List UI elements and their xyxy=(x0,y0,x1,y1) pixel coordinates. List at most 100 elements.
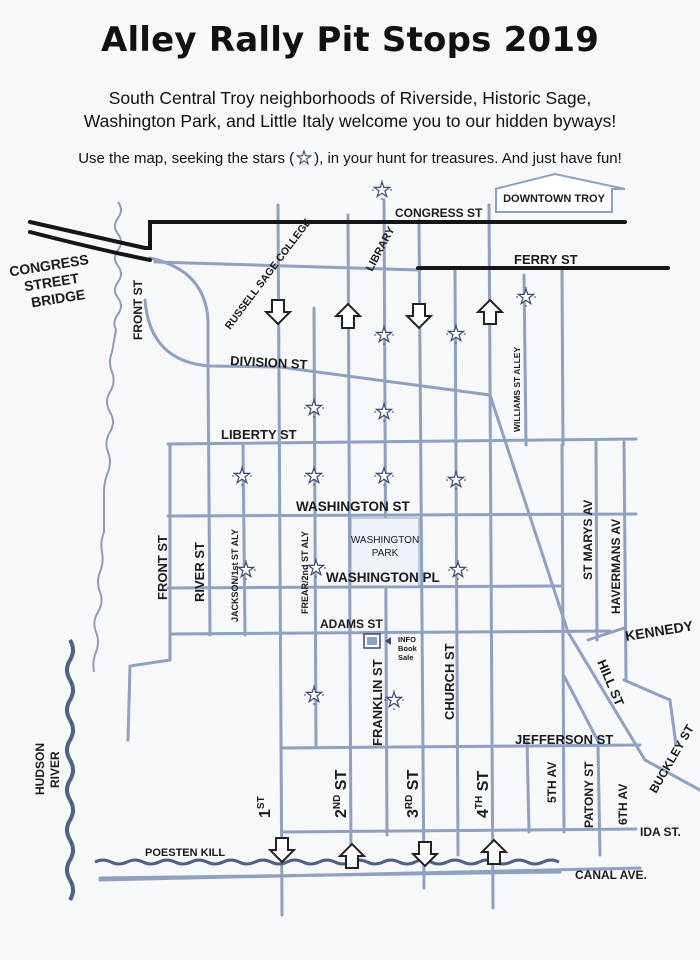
third-st-suffix: RD xyxy=(404,795,415,809)
hudson-label-1: HUDSON xyxy=(33,743,47,795)
street-5th xyxy=(525,738,531,834)
page-title: Alley Rally Pit Stops 2019 xyxy=(100,20,600,60)
library-label: LIBRARY xyxy=(364,224,398,273)
fourth-st-number: 4 xyxy=(475,809,492,818)
down-arrow-icon xyxy=(269,837,295,863)
street-havermans xyxy=(622,440,628,682)
star-burst-icon xyxy=(304,685,324,705)
second-st-suffix: ND xyxy=(332,795,343,809)
up-arrow-icon xyxy=(335,303,361,329)
street-congress xyxy=(28,220,627,250)
fourth-st-label: 4TH ST xyxy=(474,771,492,818)
star-burst-icon xyxy=(372,180,392,200)
up-arrow-icon xyxy=(477,299,503,325)
street-patony xyxy=(560,443,566,834)
third-st-tail: ST xyxy=(405,770,422,795)
franklin-st-label: FRANKLIN ST xyxy=(370,659,385,746)
down-arrow-icon xyxy=(265,299,291,325)
info-kiosk-icon xyxy=(363,633,391,649)
third-st-number: 3 xyxy=(405,809,422,818)
street-division xyxy=(143,298,492,397)
svg-text:1ST: 1ST xyxy=(256,796,274,818)
downtown-troy-label: DOWNTOWN TROY xyxy=(503,193,606,205)
washington-st-label: WASHINGTON ST xyxy=(296,499,411,514)
front-st-north-label: FRONT ST xyxy=(131,279,145,340)
ida-st-label: IDA ST. xyxy=(640,825,681,839)
williams-alley-label: WILLIAMS ST ALLEY xyxy=(512,347,522,432)
first-st-label: 1ST xyxy=(256,796,274,818)
street-williams-alley xyxy=(522,273,528,447)
hudson-river-shore xyxy=(92,201,122,673)
canal-ave-label: CANAL AVE. xyxy=(575,868,647,882)
hint-text-before: Use the map, seeking the stars ( xyxy=(78,150,295,167)
street-washington-pl xyxy=(166,584,562,590)
st-marys-label: ST MARYS AV xyxy=(581,500,595,580)
book-label: Book xyxy=(398,644,418,653)
adams-st-label: ADAMS ST xyxy=(320,617,383,631)
down-arrow-icon xyxy=(406,303,432,329)
street-liberty xyxy=(166,437,638,446)
street-kennedy xyxy=(586,626,626,642)
second-st-label: 2ND ST xyxy=(332,770,350,818)
first-st-number: 1 xyxy=(257,809,274,818)
fourth-st-tail: ST xyxy=(475,771,492,796)
sixth-av-label: 6TH AV xyxy=(616,784,630,825)
congress-bridge-label: CONGRESS STREET BRIDGE xyxy=(8,251,90,310)
washington-pl-label: WASHINGTON PL xyxy=(326,570,440,585)
subtitle-line-2: Washington Park, and Little Italy welcom… xyxy=(83,111,617,131)
fourth-st-suffix: TH xyxy=(474,796,485,809)
street-ida xyxy=(280,827,638,834)
division-st-label: DIVISION ST xyxy=(230,353,308,372)
street-river xyxy=(206,363,212,637)
poesten-kill-creek xyxy=(94,858,560,866)
street-6th xyxy=(596,743,602,857)
svg-text:2ND ST: 2ND ST xyxy=(332,770,350,818)
washington-park-label-2: PARK xyxy=(372,548,399,559)
washington-park-label-1: WASHINGTON xyxy=(351,535,419,546)
street-frear-aly xyxy=(312,306,318,747)
jefferson-st-label: JEFFERSON ST xyxy=(515,732,613,747)
street-hill xyxy=(488,393,700,792)
street-front-west xyxy=(126,633,172,742)
congress-bridge-lower xyxy=(28,230,152,262)
frear-aly-label: FREAR/2nd ST ALY xyxy=(300,531,310,614)
third-st-label: 3RD ST xyxy=(404,770,422,818)
page-subtitle: South Central Troy neighborhoods of Rive… xyxy=(40,87,660,133)
street-hill-lower xyxy=(562,674,602,747)
street-ferry-extension xyxy=(153,260,422,272)
subtitle-line-1: South Central Troy neighborhoods of Rive… xyxy=(108,88,592,108)
major-streets xyxy=(28,220,670,270)
downtown-troy-arrow: DOWNTOWN TROY xyxy=(494,172,626,213)
street-3rd xyxy=(417,218,426,890)
church-st-label: CHURCH ST xyxy=(442,643,457,720)
havermans-label: HAVERMANS AV xyxy=(609,519,623,614)
street-st-marys xyxy=(594,440,599,642)
street-front-north xyxy=(148,256,210,372)
info-label: INFO xyxy=(398,635,416,644)
hudson-river-west-shore xyxy=(65,638,75,902)
street-havermans-ext xyxy=(622,678,678,747)
street-adams xyxy=(168,629,612,636)
svg-text:4TH ST: 4TH ST xyxy=(474,771,492,818)
second-st-tail: ST xyxy=(333,770,350,795)
hudson-label-2: RIVER xyxy=(48,751,62,788)
patony-st-label: PATONY ST xyxy=(582,761,596,828)
poesten-kill-label: POESTEN KILL xyxy=(145,847,225,859)
sale-label: Sale xyxy=(398,653,413,662)
first-st-suffix: ST xyxy=(256,796,267,809)
svg-text:3RD ST: 3RD ST xyxy=(404,770,422,818)
jackson-aly-label: JACKSON/1st ST ALY xyxy=(230,529,240,622)
star-burst-icon xyxy=(516,287,536,307)
kennedy-label: KENNEDY xyxy=(624,617,695,644)
river-st-label: RIVER ST xyxy=(192,542,207,602)
star-burst-icon xyxy=(295,150,313,166)
street-ferry-east xyxy=(560,268,565,447)
fifth-av-label: 5TH AV xyxy=(545,762,559,803)
ferry-st-label: FERRY ST xyxy=(514,252,578,267)
second-st-number: 2 xyxy=(333,809,350,818)
street-church xyxy=(453,268,460,857)
street-canal-ave xyxy=(98,870,562,880)
liberty-st-label: LIBERTY ST xyxy=(221,427,297,442)
street-washington xyxy=(166,512,638,518)
